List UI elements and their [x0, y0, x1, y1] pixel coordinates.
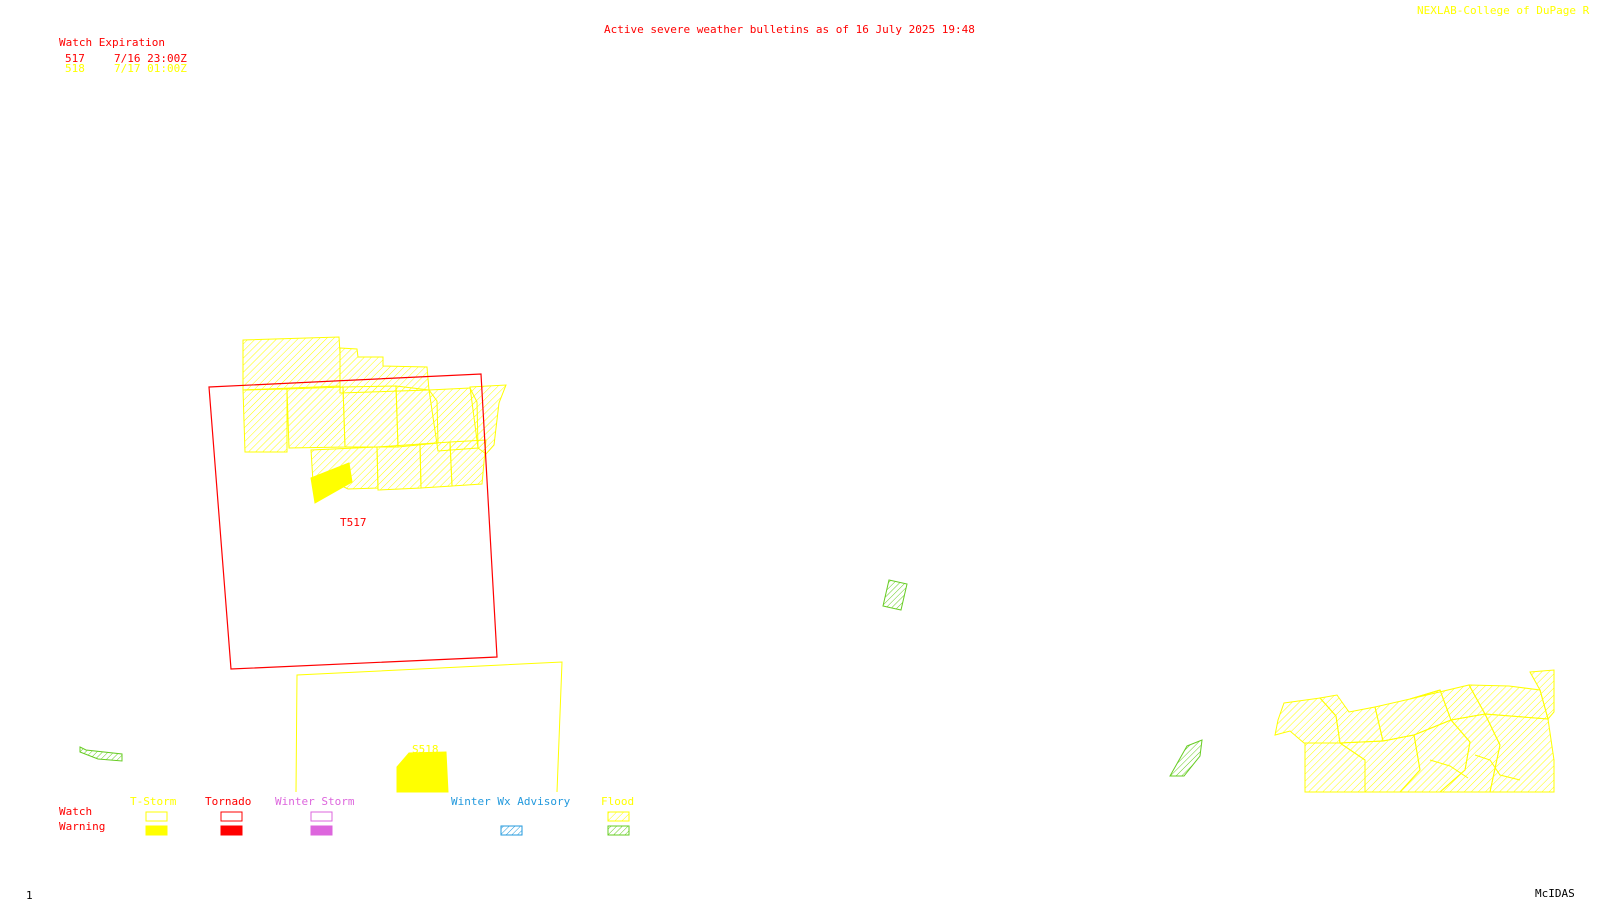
legend-winter-advisory-label: Winter Wx Advisory: [451, 795, 571, 808]
flood-warning-polygon-2: [79, 746, 123, 762]
watch-row-518-expires: 7/17 01:00Z: [114, 62, 187, 75]
legend-flood-watch-swatch: [607, 811, 630, 822]
watch-row-517-id: 517: [65, 52, 85, 65]
legend-tornado-watch-swatch: [220, 811, 243, 822]
legend-tstorm-warning-swatch: [145, 825, 168, 836]
legend-tornado-label: Tornado: [205, 795, 252, 808]
legend-winter-storm-warning-swatch: [310, 825, 333, 836]
tstorm-watch-518-box: [295, 661, 563, 793]
legend-winter-storm-label: Winter Storm: [275, 795, 355, 808]
tornado-watch-517-box: [208, 373, 498, 670]
tstorm-warning-polygon-2: [396, 751, 449, 793]
watch-518-label: S518: [412, 743, 439, 756]
legend-flood-label: Flood: [601, 795, 635, 808]
legend-flood-warning-swatch: [607, 825, 630, 836]
flood-warning-polygon-1: [882, 579, 908, 611]
legend-tornado-warning-swatch: [220, 825, 243, 836]
flood-warning-polygon-3: [1169, 739, 1203, 777]
watch-row-518-id: 518: [65, 62, 85, 75]
flood-watch-area-north: [242, 336, 507, 491]
tstorm-warning-polygon-1: [310, 462, 353, 504]
legend-row-warning: Warning: [59, 820, 106, 833]
frame-number: 1: [26, 889, 33, 902]
watch-table-heading: Watch Expiration: [59, 36, 165, 49]
legend-winter-storm-watch-swatch: [310, 811, 333, 822]
legend-row-watch: Watch: [59, 805, 93, 818]
watch-row-517-expires: 7/16 23:00Z: [114, 52, 187, 65]
watch-517-label: T517: [340, 516, 367, 529]
legend-tstorm-watch-swatch: [145, 811, 168, 822]
bulletin-title: Active severe weather bulletins as of 16…: [604, 23, 975, 36]
flood-watch-area-southeast: [1274, 669, 1555, 793]
software-label: McIDAS: [1535, 887, 1575, 900]
credit-label: NEXLAB-College of DuPage R: [1417, 4, 1590, 17]
legend-winter-advisory-swatch: [500, 825, 523, 836]
legend-tstorm-label: T-Storm: [130, 795, 177, 808]
